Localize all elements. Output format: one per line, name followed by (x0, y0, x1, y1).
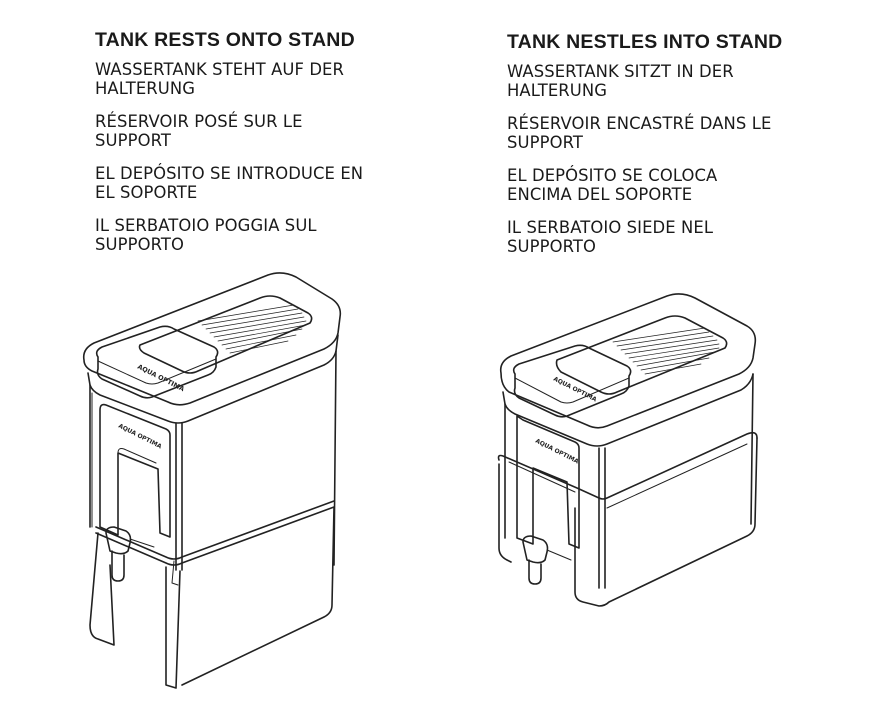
left-heading: TANK RESTS ONTO STAND (95, 29, 355, 51)
right-text-de: WASSERTANK SITZT IN DER HALTERUNG (507, 62, 734, 100)
left-text-es: EL DEPÓSITO SE INTRODUCE EN EL SOPORTE (95, 164, 364, 202)
right-text-es: EL DEPÓSITO SE COLOCA ENCIMA DEL SOPORTE (507, 166, 718, 204)
left-caption-block: TANK RESTS ONTO STAND WASSERTANK STEHT A… (95, 29, 425, 268)
front-logo-text: AQUA OPTIMA (117, 423, 163, 451)
left-text-de: WASSERTANK STEHT AUF DER HALTERUNG (95, 60, 344, 98)
right-text-fr: RÉSERVOIR ENCASTRÉ DANS LE SUPPORT (507, 114, 772, 152)
lid-ribs (197, 304, 307, 354)
right-caption-block: TANK NESTLES INTO STAND WASSERTANK SITZT… (507, 31, 837, 270)
right-text-it: IL SERBATOIO SIEDE NEL SUPPORTO (507, 218, 714, 256)
tank-in-stand-illustration: AQUA OPTIMA AQUA OPTIMA (497, 293, 758, 607)
left-text-fr: RÉSERVOIR POSÉ SUR LE SUPPORT (95, 112, 303, 150)
left-text-it: IL SERBATOIO POGGIA SUL SUPPORTO (95, 216, 317, 254)
lid-logo-text: AQUA OPTIMA (136, 363, 186, 394)
lid-ribs (612, 327, 720, 375)
right-heading: TANK NESTLES INTO STAND (507, 31, 783, 53)
tank-on-stand-illustration: AQUA OPTIMA AQUA OPTIMA (82, 272, 342, 689)
